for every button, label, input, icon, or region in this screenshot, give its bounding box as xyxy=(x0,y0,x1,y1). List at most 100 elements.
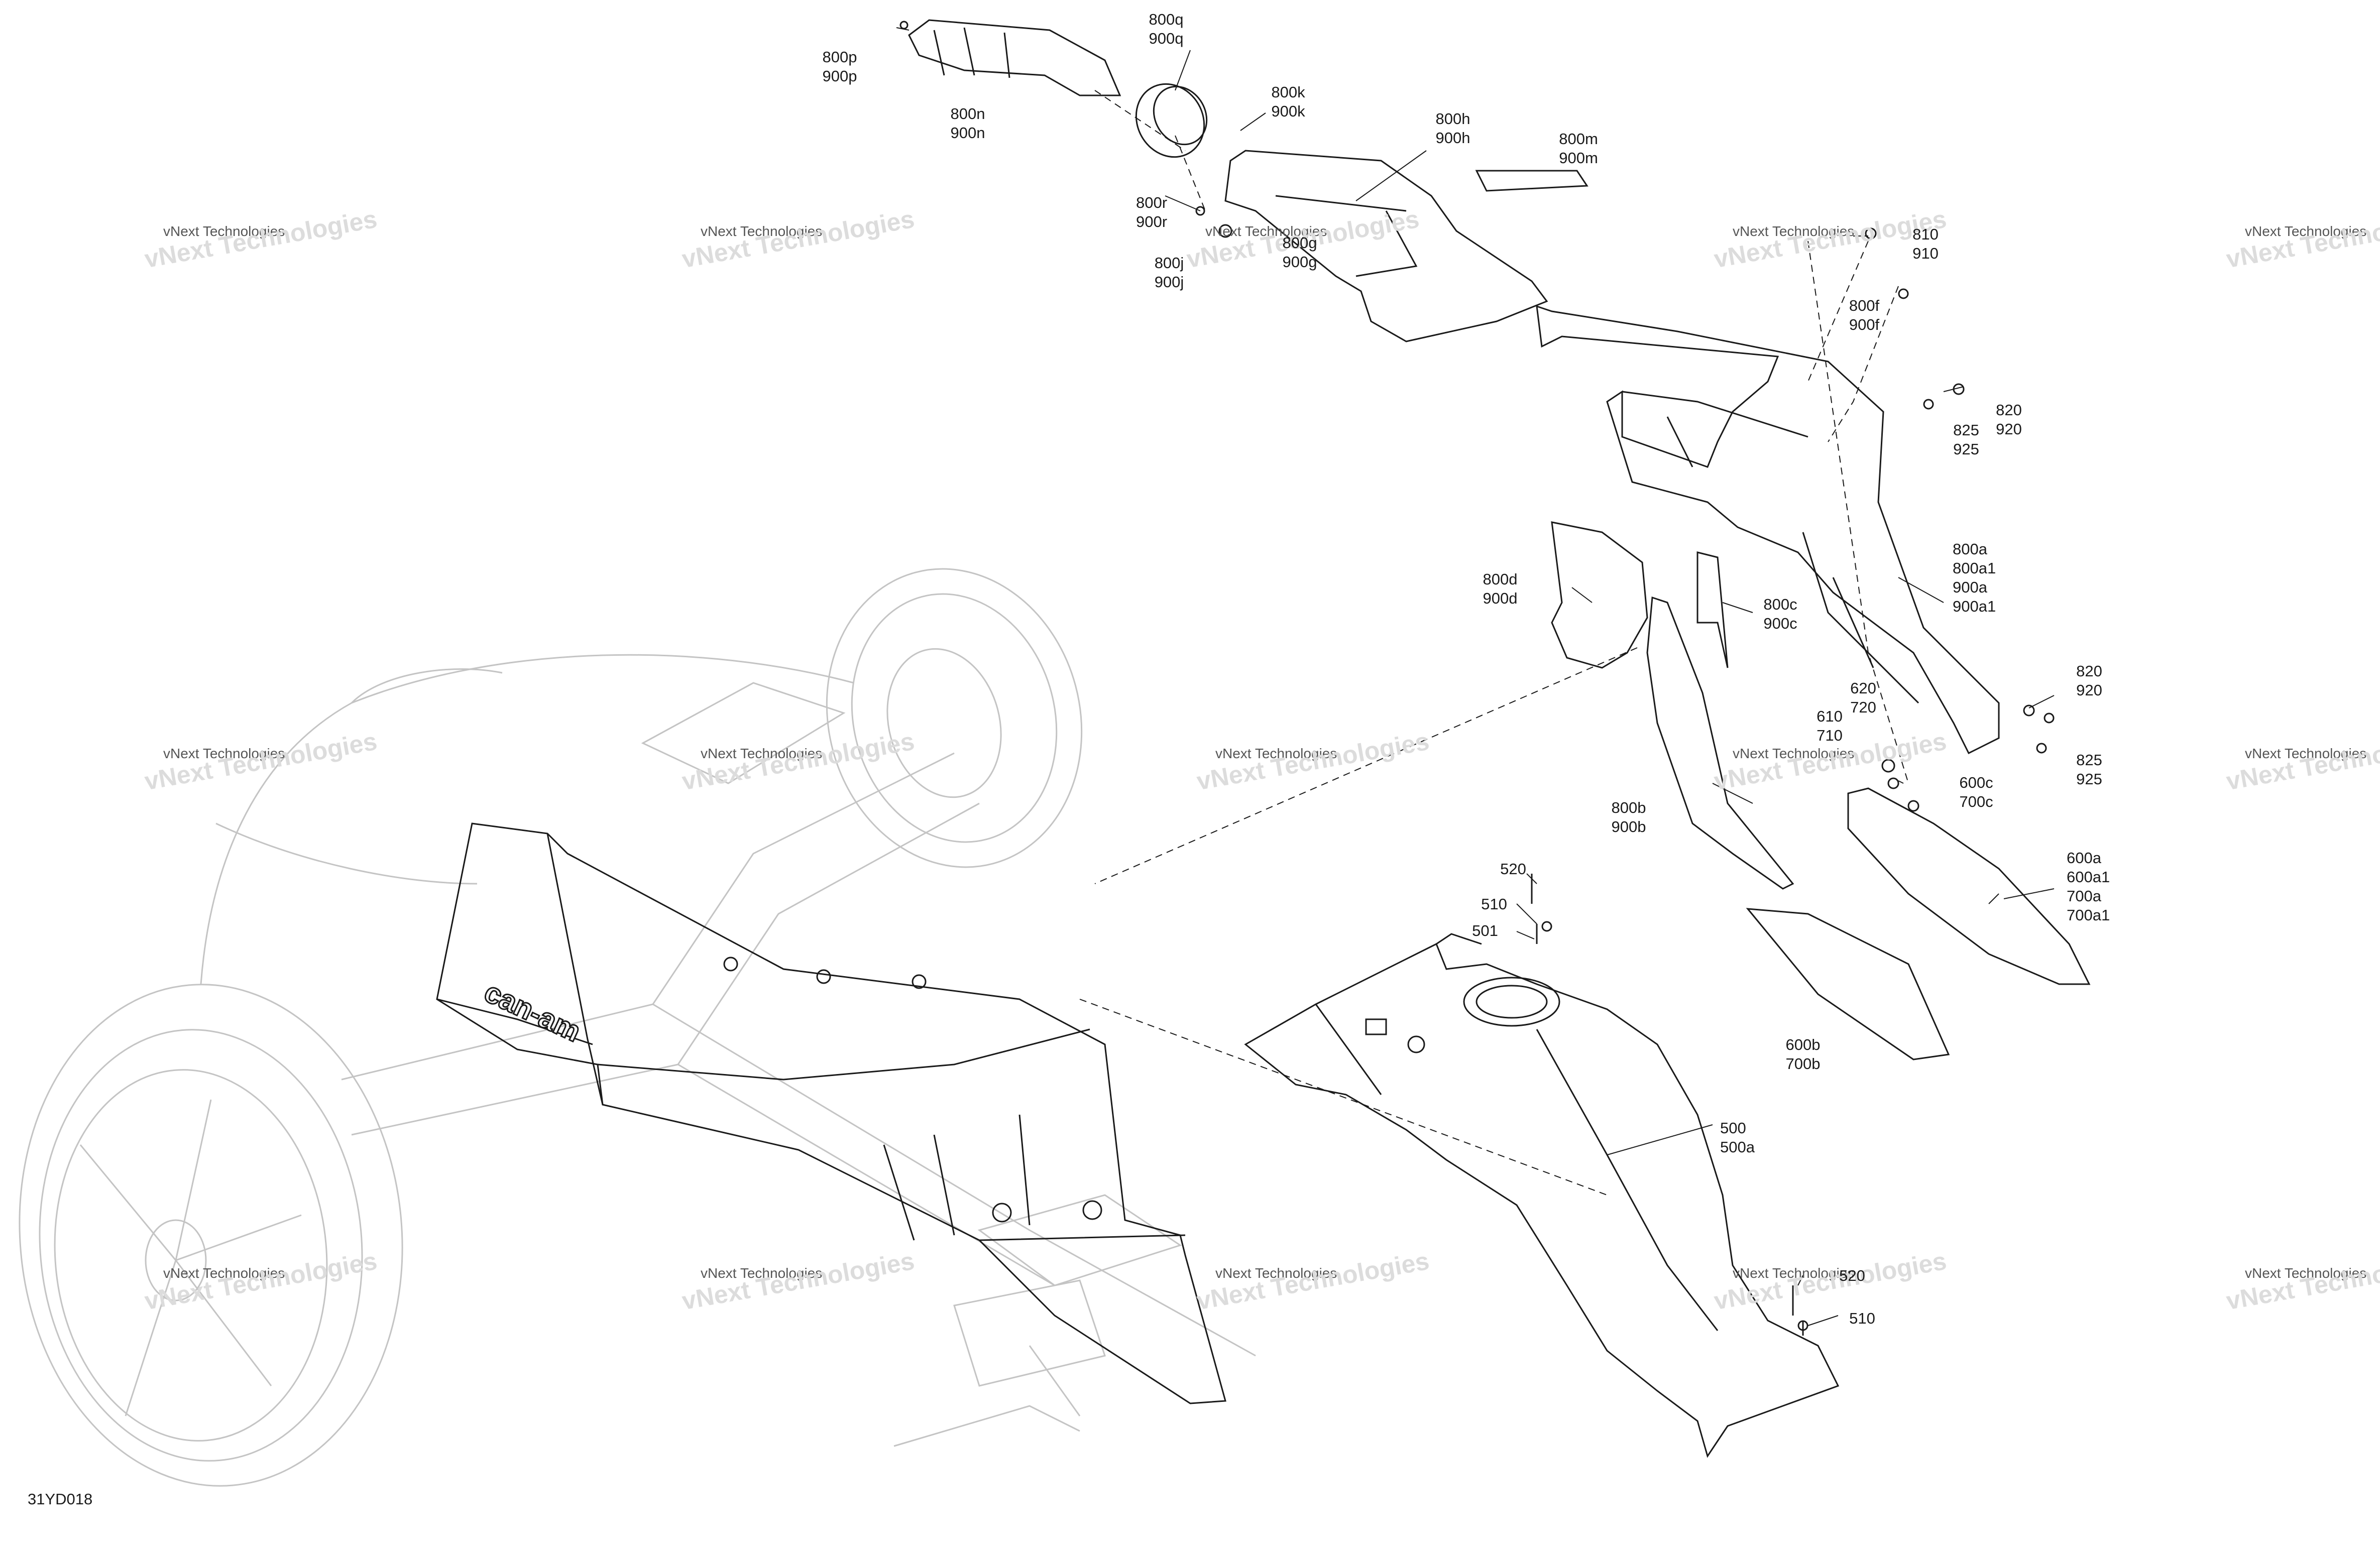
left-side-panel xyxy=(436,822,1226,1404)
lamp-lens xyxy=(1135,83,1205,158)
front-wheel xyxy=(19,984,403,1487)
diagram-code: 31YD018 xyxy=(28,1490,93,1508)
assembly-line xyxy=(1079,999,1608,1196)
callout-520-bottom[interactable]: 520 xyxy=(1839,1267,1865,1284)
leader-line xyxy=(1516,873,1537,939)
assembly-line xyxy=(1807,241,1899,442)
front-wheel-spokes xyxy=(79,1099,302,1416)
side-cover-tab xyxy=(1696,551,1729,668)
left-side-panel-crease xyxy=(546,833,604,1105)
clip xyxy=(1907,800,1919,812)
leader-lines xyxy=(896,27,2055,1326)
leader-line xyxy=(1240,112,1266,131)
panel-hole xyxy=(1082,1200,1102,1220)
hood-outline xyxy=(200,654,854,985)
washer xyxy=(2044,713,2055,724)
lower-rear-fender xyxy=(1244,942,1840,1458)
reflector-plate xyxy=(1746,908,1950,1060)
bolt-head xyxy=(2023,704,2035,717)
assembly-line xyxy=(1807,241,1909,784)
fender-clip xyxy=(1365,1018,1387,1035)
fender-filler-opening xyxy=(1463,977,1560,1027)
leader-line xyxy=(1607,1124,1713,1155)
screw xyxy=(1195,206,1205,216)
frame-rails xyxy=(341,1003,1256,1357)
fender-hole xyxy=(1407,1035,1425,1053)
left-side-panel-lower-edge xyxy=(597,1028,1090,1081)
leader-line xyxy=(1722,602,1753,613)
callout-510-bottom[interactable]: 510 xyxy=(1849,1310,1875,1327)
assembly-lines xyxy=(1079,90,1909,1196)
front-wheel-tire-inner xyxy=(39,1029,363,1462)
washer xyxy=(1541,921,1552,932)
washer xyxy=(1797,1320,1808,1331)
nut xyxy=(1218,224,1232,238)
rear-wheel-rim xyxy=(851,593,1058,843)
panel-hole xyxy=(912,974,927,989)
front-wheel-hub xyxy=(145,1219,207,1301)
bolt-head xyxy=(1898,288,1909,299)
fastener-bolts xyxy=(1531,874,1804,1336)
leader-line xyxy=(2028,695,2055,708)
callout-501[interactable]: 501 xyxy=(1472,922,1498,939)
leader-line xyxy=(1165,195,1201,211)
frame-bottom xyxy=(893,1345,1081,1447)
console-cover-details xyxy=(1275,195,1418,277)
front-wheel-rim xyxy=(54,1069,328,1442)
leader-line xyxy=(1571,587,1593,603)
left-side-panel-trim xyxy=(436,998,593,1045)
parts-outlines xyxy=(436,19,2091,1458)
badge-emblem xyxy=(1475,170,1589,192)
nut xyxy=(1881,759,1895,773)
bolt-head xyxy=(1865,227,1877,240)
assembly-line xyxy=(1094,647,1638,884)
rear-wheel xyxy=(826,568,1083,868)
fender-filler-opening-inner xyxy=(1476,985,1548,1019)
leader-line xyxy=(1898,780,1904,784)
leader-line xyxy=(1355,150,1427,201)
console-cover xyxy=(1224,150,1548,342)
leader-line xyxy=(1175,50,1191,91)
assembly-line xyxy=(1094,90,1206,211)
lower-rear-fender-details xyxy=(1315,933,1719,1331)
panel-hole xyxy=(992,1203,1012,1223)
washer xyxy=(1923,399,1934,410)
callout-520-top[interactable]: 520 xyxy=(1500,860,1526,878)
left-side-panel-facets xyxy=(883,1114,1186,1241)
panel-hole xyxy=(723,957,738,972)
seat-mount xyxy=(641,682,846,784)
rear-upper-fender xyxy=(1536,305,2000,755)
frame-uprights xyxy=(652,752,980,1065)
callout-510-top[interactable]: 510 xyxy=(1481,895,1507,913)
screw xyxy=(899,21,909,30)
side-cover-left xyxy=(1551,521,1648,669)
lamp-lens-inner xyxy=(1153,85,1208,146)
